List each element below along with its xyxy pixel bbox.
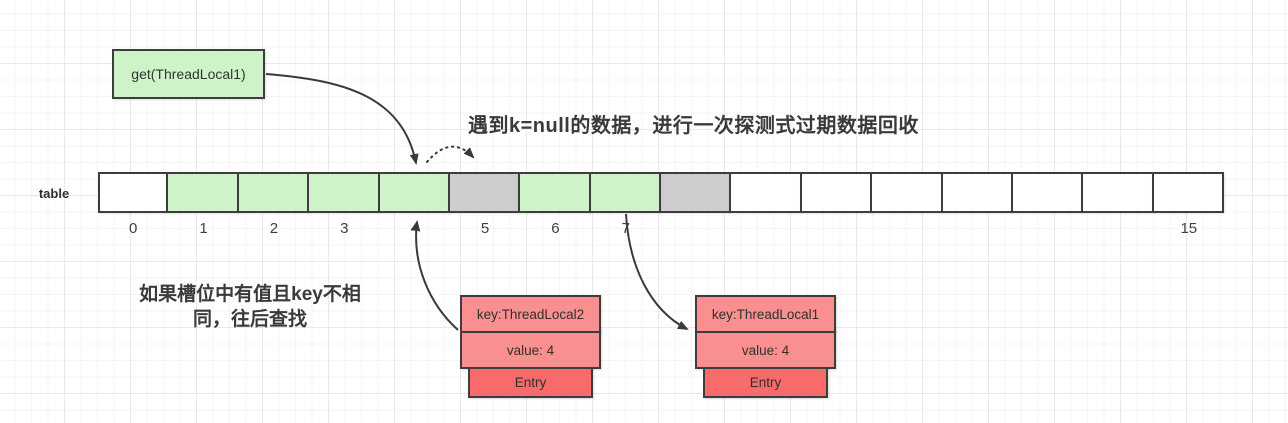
cell-index-label-9	[731, 220, 801, 238]
table-slot-4: 4	[377, 172, 450, 238]
cell-index-label-7: 7	[621, 220, 630, 237]
entry-tag-cell: Entry	[703, 367, 828, 398]
cell-index-label-10	[802, 220, 872, 238]
table-label: table	[38, 186, 70, 201]
entry-key-cell: key:ThreadLocal2	[460, 295, 601, 333]
cell-index-label-13	[1013, 220, 1083, 238]
linear-probe-note-line2: 同，往后查找	[192, 309, 307, 330]
get-call-box: get(ThreadLocal1)	[112, 49, 265, 99]
table-cell-15	[1151, 172, 1224, 213]
cell-index-label-0: 0	[129, 220, 138, 237]
table-slot-1: 1	[166, 172, 239, 238]
cell-index-label-6: 6	[551, 220, 560, 237]
cell-index-label-14	[1083, 220, 1153, 238]
entry-box-threadlocal2: key:ThreadLocal2 value: 4 Entry	[460, 295, 601, 398]
cell-index-label-4: 4	[410, 220, 419, 237]
table-slot-5: 5	[447, 172, 521, 238]
cell-index-label-15: 15	[1180, 220, 1198, 237]
hash-table-row: 0 1 2 3 4 5 6 7 15	[98, 172, 1224, 238]
table-slot-9	[729, 172, 802, 238]
table-slot-3: 3	[307, 172, 380, 238]
table-slot-11	[870, 172, 943, 238]
table-slot-2: 2	[236, 172, 310, 238]
table-cell-2	[236, 172, 310, 213]
table-slot-0: 0	[98, 172, 169, 238]
arrow-probe-slot4-to-slot5-dotted	[426, 145, 475, 163]
entry-tag-cell: Entry	[468, 367, 593, 398]
table-cell-14	[1081, 172, 1154, 213]
arrow-get-to-slot4	[265, 73, 419, 165]
table-slot-12	[940, 172, 1013, 238]
table-cell-7	[588, 172, 661, 213]
table-slot-10	[799, 172, 873, 238]
table-cell-8	[659, 172, 732, 213]
table-cell-11	[870, 172, 943, 213]
table-cell-4	[377, 172, 450, 213]
table-cell-10	[799, 172, 873, 213]
table-cell-1	[166, 172, 239, 213]
arrow-entry2box-to-slot4	[411, 220, 459, 331]
probe-cleanup-note: 遇到k=null的数据，进行一次探测式过期数据回收	[468, 115, 919, 137]
get-call-label: get(ThreadLocal1)	[131, 66, 246, 82]
entry-box-threadlocal1: key:ThreadLocal1 value: 4 Entry	[695, 295, 836, 398]
table-cell-6	[518, 172, 591, 213]
cell-index-label-8	[661, 220, 731, 238]
cell-index-label-12	[943, 220, 1013, 238]
table-slot-15: 15	[1151, 172, 1224, 238]
table-slot-13	[1010, 172, 1084, 238]
cell-index-label-11	[872, 220, 942, 238]
linear-probe-note-line1: 如果槽位中有值且key不相	[139, 284, 361, 305]
table-cell-9	[729, 172, 802, 213]
table-slot-8	[659, 172, 732, 238]
table-cell-13	[1010, 172, 1084, 213]
cell-index-label-1: 1	[199, 220, 208, 237]
table-cell-3	[307, 172, 380, 213]
cell-index-label-3: 3	[340, 220, 349, 237]
cell-index-label-2: 2	[269, 220, 279, 237]
entry-key-cell: key:ThreadLocal1	[695, 295, 836, 333]
table-cell-0	[98, 172, 169, 213]
table-slot-14	[1081, 172, 1154, 238]
entry-value-cell: value: 4	[460, 331, 601, 369]
table-slot-6: 6	[518, 172, 591, 238]
table-cell-12	[940, 172, 1013, 213]
table-cell-5	[447, 172, 521, 213]
table-slot-7: 7	[588, 172, 661, 238]
cell-index-label-5: 5	[480, 220, 490, 237]
linear-probe-note: 如果槽位中有值且key不相 同，往后查找	[95, 282, 405, 332]
entry-value-cell: value: 4	[695, 331, 836, 369]
